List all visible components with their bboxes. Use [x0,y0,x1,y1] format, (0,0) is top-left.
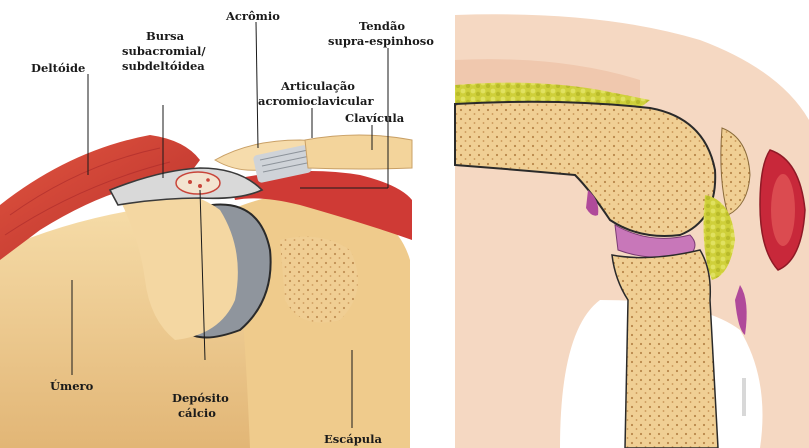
label-bursa-2: subacromial/ [122,44,206,58]
label-bursa-1: Bursa [146,29,185,43]
label-clavicula: Clavícula [345,111,405,125]
label-articulacao-1: Articulação [280,79,355,93]
label-tendao-1: Tendão [359,19,405,33]
label-deposito-1: Depósito [172,391,229,405]
knee-diagram [440,0,809,448]
label-bursa-3: subdeltóidea [122,59,205,73]
label-articulacao-2: acromioclavicular [258,94,374,108]
label-umero: Úmero [50,379,94,393]
label-tendao-2: supra-espinhoso [328,34,434,48]
calcium-deposit [176,172,220,194]
shoulder-diagram: Deltóide Bursa subacromial/ subdeltóidea… [0,9,434,448]
label-deposito-2: cálcio [178,406,216,420]
label-escapula: Escápula [324,432,382,446]
artist-credit-mark [742,378,746,416]
label-acromio: Acrômio [225,9,280,23]
label-deltoide: Deltóide [31,61,85,75]
clavicle-bone [305,135,412,169]
tibia-bone [612,250,718,448]
